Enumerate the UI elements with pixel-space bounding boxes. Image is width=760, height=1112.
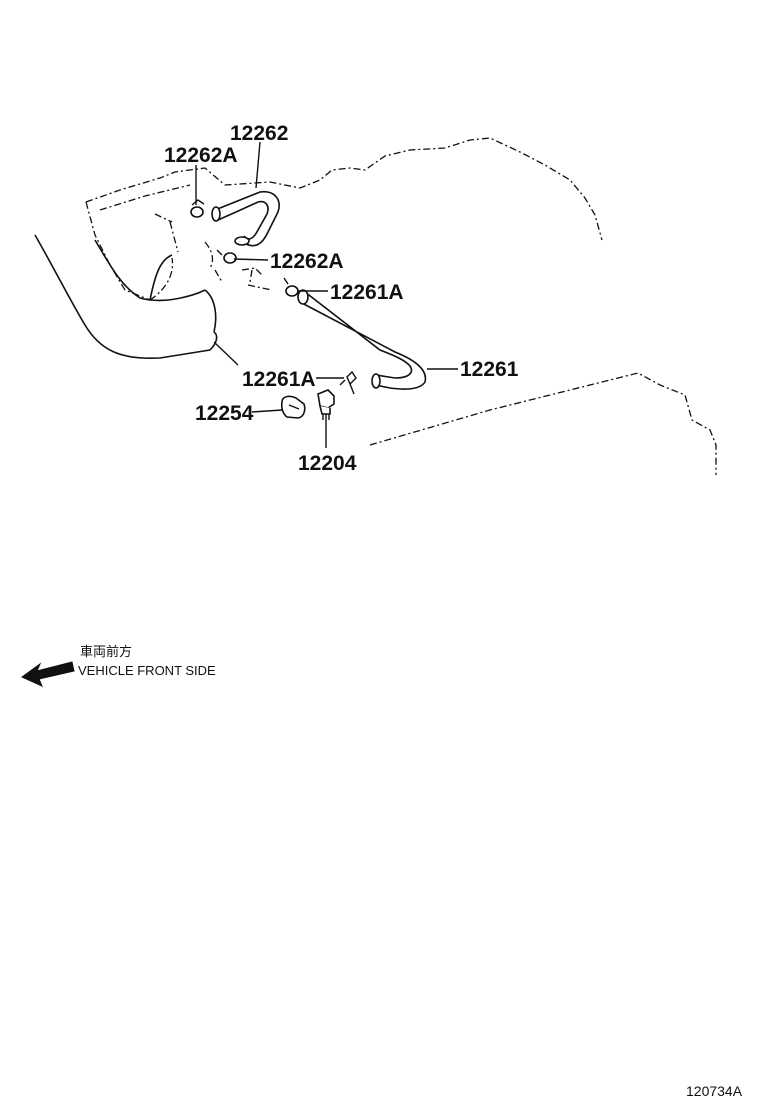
hose-12261 — [297, 289, 427, 390]
vehicle-front-english: VEHICLE FRONT SIDE — [78, 663, 216, 678]
pcv-valve-12204 — [317, 389, 335, 448]
clip-12261A-lower — [339, 370, 357, 395]
vehicle-front-japanese: 車両前方 — [80, 644, 132, 659]
clip-12262A-top — [190, 199, 205, 218]
label-12262: 12262 — [230, 122, 288, 145]
leader-lines — [195, 141, 458, 413]
vehicle-front-indicator: 車両前方 VEHICLE FRONT SIDE — [21, 644, 216, 687]
label-12204: 12204 — [298, 452, 357, 475]
label-12261A-lower: 12261A — [242, 368, 316, 391]
frame-outline — [369, 372, 717, 475]
label-12262A-top: 12262A — [164, 144, 238, 167]
left-arrow-icon — [21, 661, 75, 687]
hose-12262 — [211, 190, 280, 247]
grommet-12254 — [280, 395, 306, 419]
intake-pipe-outline — [34, 234, 218, 360]
label-12261: 12261 — [460, 358, 519, 381]
label-12262A-mid: 12262A — [270, 250, 344, 273]
label-12254: 12254 — [195, 402, 254, 425]
diagram-code: 120734A — [686, 1083, 743, 1099]
clip-12261A-upper — [283, 277, 299, 297]
clip-12262A-mid — [216, 249, 237, 264]
label-12261A-upper: 12261A — [330, 281, 404, 304]
